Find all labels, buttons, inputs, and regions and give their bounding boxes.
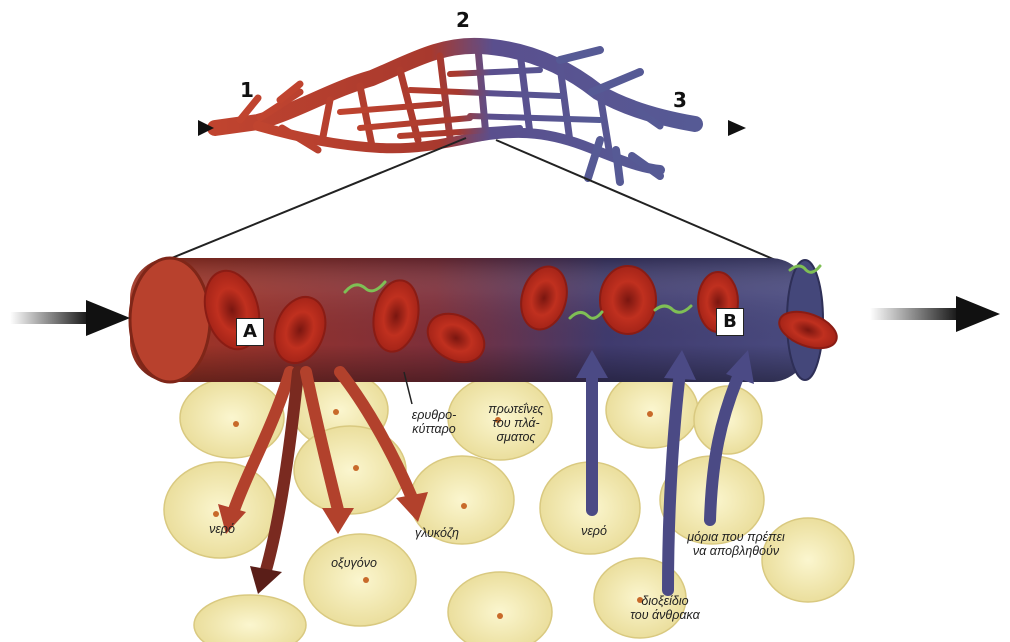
marker-2: 2	[456, 8, 470, 32]
label-glucose: γλυκόζη	[402, 526, 472, 540]
marker-3: 3	[673, 88, 687, 112]
marker-a: A	[236, 318, 264, 346]
label-rbc: ερυθρο-κύτταρο	[398, 408, 470, 436]
marker-b: B	[716, 308, 744, 336]
zoom-lines	[162, 138, 780, 262]
label-water-right: νερό	[572, 524, 616, 538]
label-oxygen: οξυγόνο	[318, 556, 390, 570]
marker-1: 1	[240, 78, 254, 102]
capillary-network	[215, 46, 695, 182]
label-water-left: νερό	[200, 522, 244, 536]
